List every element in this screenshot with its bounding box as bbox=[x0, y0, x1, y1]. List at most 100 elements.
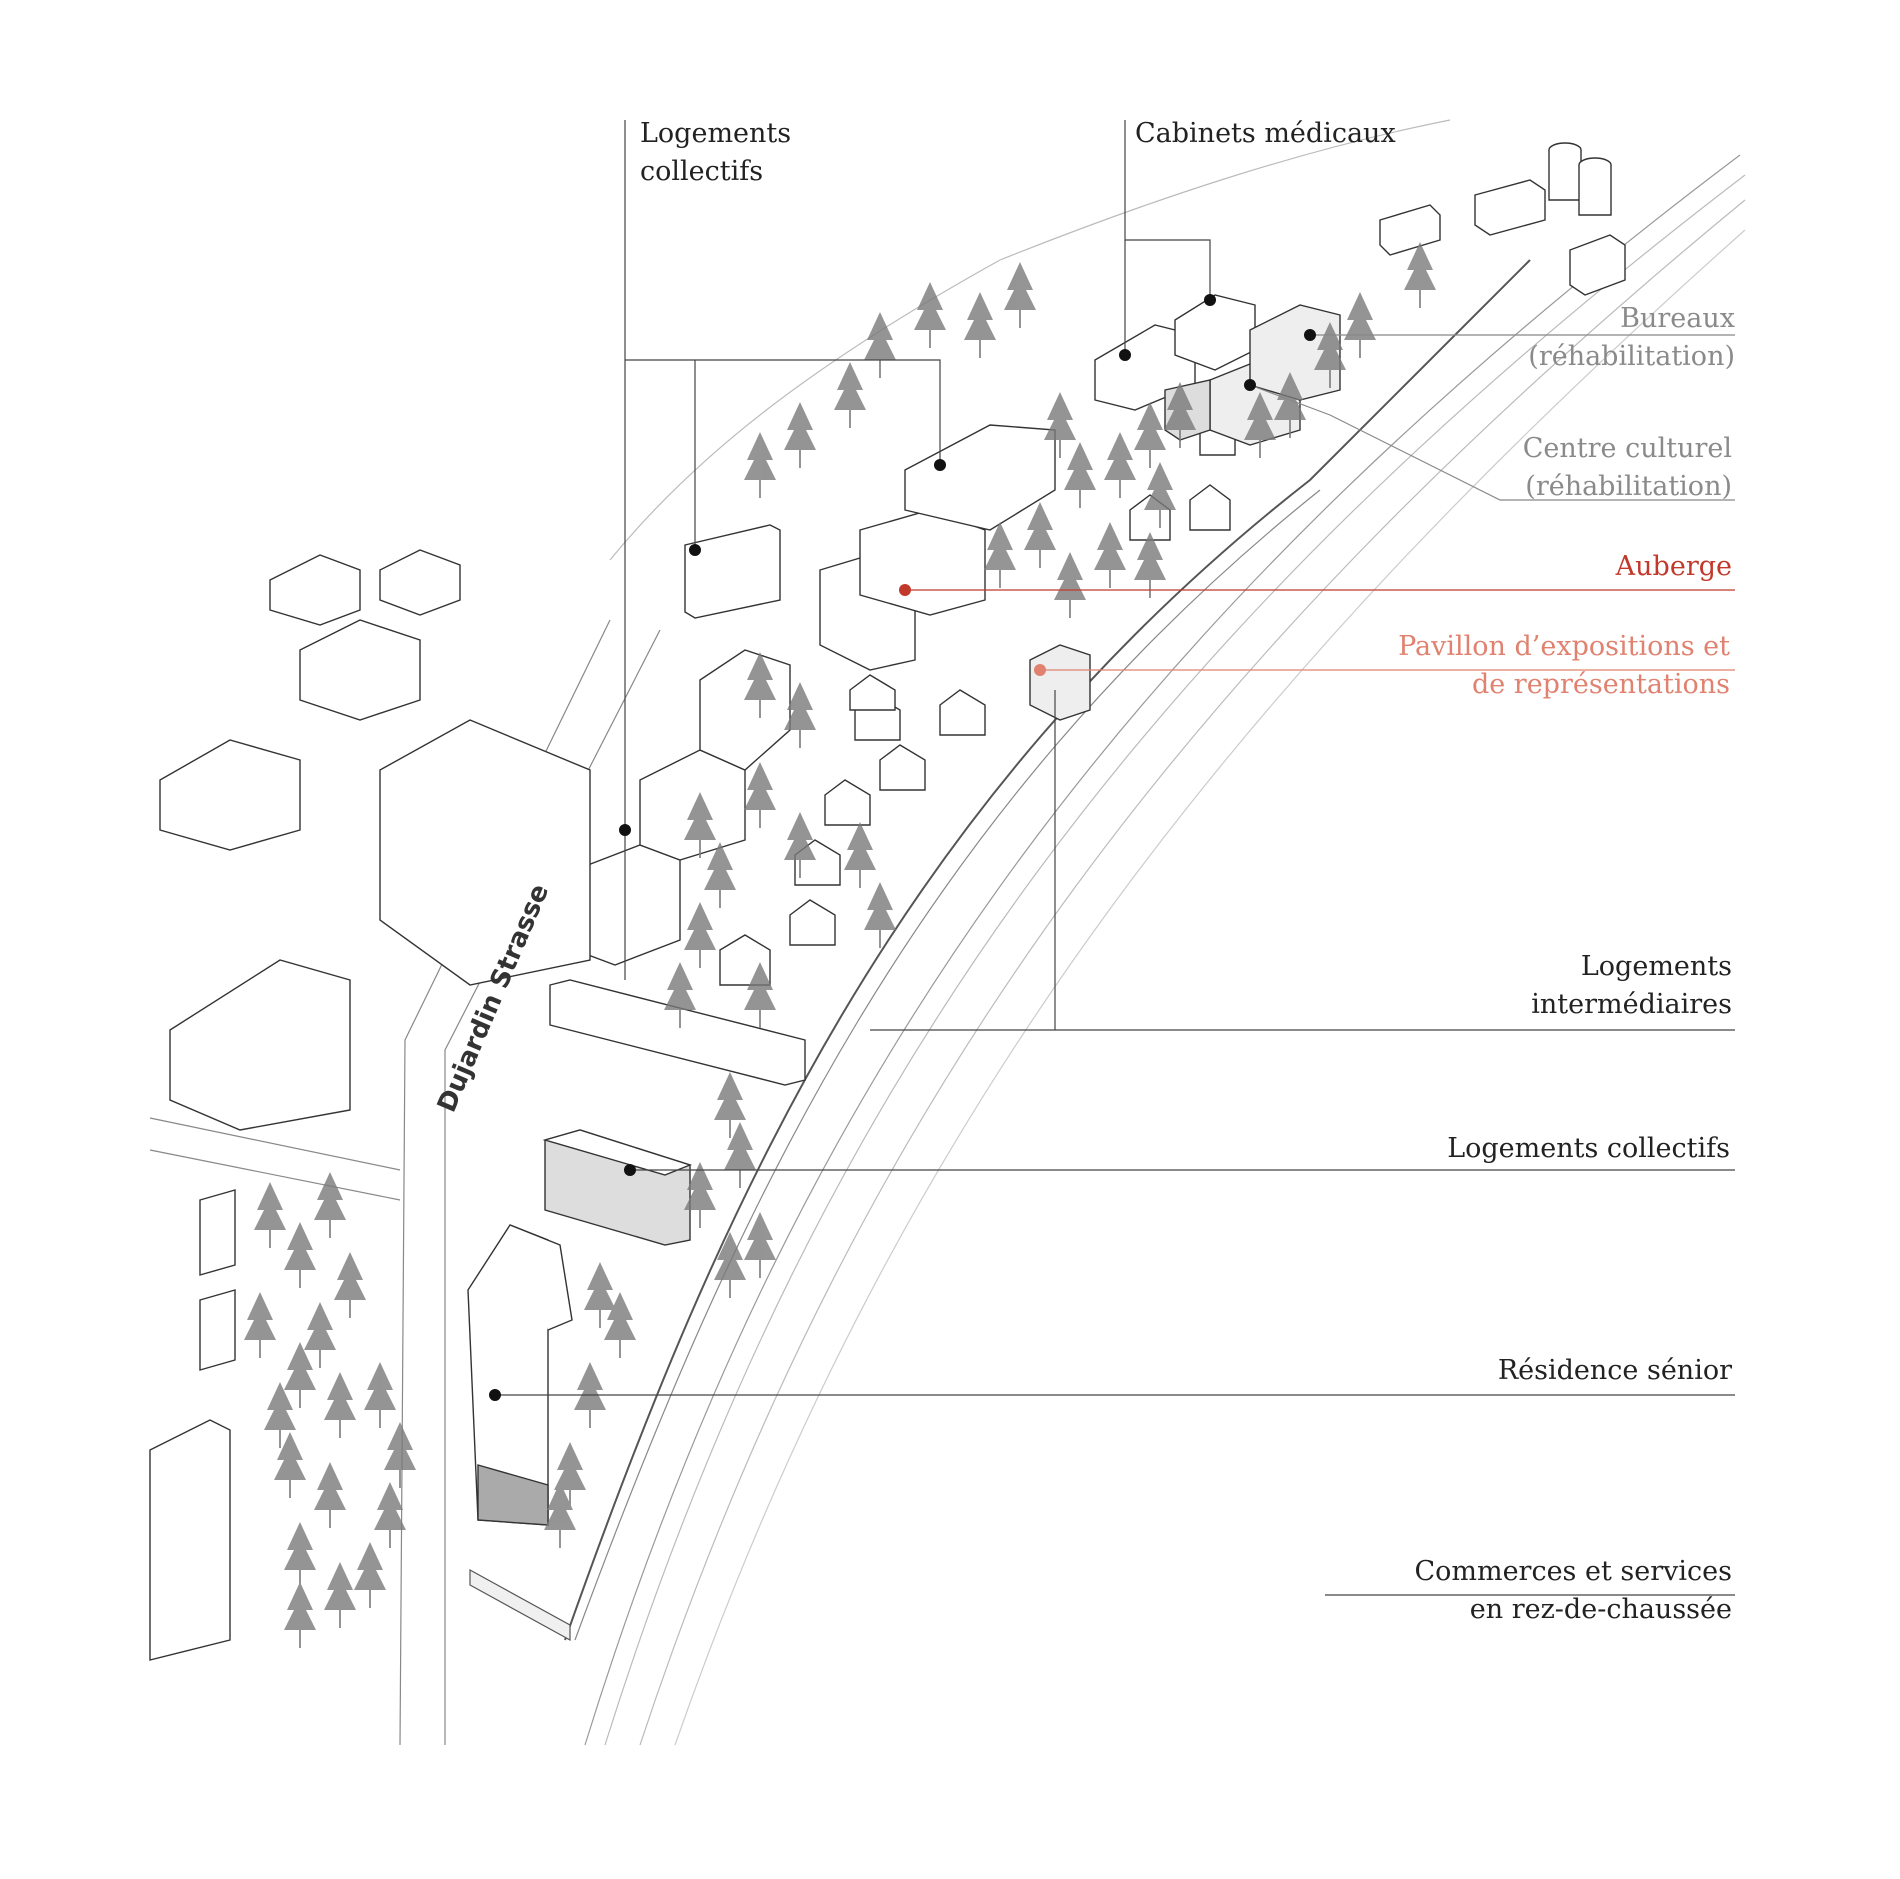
tree bbox=[1004, 262, 1036, 328]
dot-cabinets-2 bbox=[1119, 349, 1131, 361]
tree bbox=[584, 1262, 616, 1328]
tree bbox=[354, 1542, 386, 1608]
buildings bbox=[149, 142, 1626, 1661]
label-line: (réhabilitation) bbox=[1528, 341, 1735, 372]
tree bbox=[714, 1072, 746, 1138]
label-logements-collectifs-top: Logements collectifs bbox=[640, 115, 791, 191]
dot-bureaux bbox=[1304, 329, 1316, 341]
dot-logements-collectifs-2 bbox=[934, 459, 946, 471]
label-line: Logements collectifs bbox=[1447, 1133, 1730, 1164]
label-line: Bureaux bbox=[1620, 303, 1735, 334]
tree bbox=[374, 1482, 406, 1548]
tree bbox=[1094, 522, 1126, 588]
pavillon-building bbox=[1029, 644, 1091, 721]
dot-logements-collectifs bbox=[624, 1164, 636, 1176]
tree bbox=[1104, 432, 1136, 498]
label-line: collectifs bbox=[640, 156, 764, 187]
label-line: Résidence sénior bbox=[1497, 1355, 1732, 1386]
tree bbox=[744, 762, 776, 828]
tree bbox=[314, 1172, 346, 1238]
label-logements-intermediaires: Logements intermédiaires bbox=[1531, 948, 1732, 1024]
tree bbox=[324, 1562, 356, 1628]
label-line: en rez-de-chaussée bbox=[1469, 1594, 1732, 1625]
tree bbox=[544, 1482, 576, 1548]
label-line: Commerces et services bbox=[1414, 1556, 1732, 1587]
tree bbox=[914, 282, 946, 348]
tree bbox=[744, 962, 776, 1028]
tree bbox=[714, 1232, 746, 1298]
label-line: Auberge bbox=[1615, 551, 1732, 582]
tree bbox=[364, 1362, 396, 1428]
label-pavillon: Pavillon d’expositions et de représentat… bbox=[1398, 628, 1730, 704]
tree bbox=[284, 1222, 316, 1288]
tree bbox=[1134, 532, 1166, 598]
tree bbox=[784, 682, 816, 748]
tree bbox=[554, 1442, 586, 1508]
dot-auberge bbox=[899, 584, 911, 596]
label-line: Logements bbox=[1580, 951, 1732, 982]
tree bbox=[264, 1382, 296, 1448]
tree bbox=[334, 1252, 366, 1318]
tree bbox=[1164, 382, 1196, 448]
tree bbox=[254, 1182, 286, 1248]
house bbox=[1189, 484, 1231, 531]
tree bbox=[284, 1582, 316, 1648]
label-commerces: Commerces et services en rez-de-chaussée bbox=[1414, 1553, 1732, 1629]
label-line: Pavillon d’expositions et bbox=[1398, 631, 1730, 662]
tree bbox=[284, 1342, 316, 1408]
dot-logements-collectifs-3 bbox=[689, 544, 701, 556]
tree bbox=[744, 432, 776, 498]
label-logements-collectifs: Logements collectifs bbox=[1447, 1130, 1730, 1168]
dot-centre-culturel bbox=[1244, 379, 1256, 391]
tree bbox=[1244, 392, 1276, 458]
tree bbox=[1314, 322, 1346, 388]
tree bbox=[704, 842, 736, 908]
tree bbox=[834, 362, 866, 428]
tree bbox=[744, 1212, 776, 1278]
tree bbox=[864, 312, 896, 378]
tree bbox=[284, 1522, 316, 1588]
tree bbox=[844, 822, 876, 888]
label-centre-culturel: Centre culturel (réhabilitation) bbox=[1523, 430, 1732, 506]
tree bbox=[684, 902, 716, 968]
tree bbox=[384, 1422, 416, 1488]
tree bbox=[864, 882, 896, 948]
label-dots bbox=[489, 294, 1316, 1401]
tree bbox=[684, 1162, 716, 1228]
dot-cabinets-1 bbox=[1204, 294, 1216, 306]
tree bbox=[274, 1432, 306, 1498]
label-cabinets-medicaux: Cabinets médicaux bbox=[1135, 115, 1396, 153]
tree bbox=[1064, 442, 1096, 508]
dot-pavillon bbox=[1034, 664, 1046, 676]
dot-residence-senior bbox=[489, 1389, 501, 1401]
house bbox=[849, 674, 896, 711]
tree bbox=[314, 1462, 346, 1528]
label-line: Logements bbox=[640, 118, 792, 149]
tree bbox=[1134, 402, 1166, 468]
tree bbox=[1054, 552, 1086, 618]
tree bbox=[1044, 392, 1076, 458]
tree bbox=[1404, 242, 1436, 308]
tree bbox=[244, 1292, 276, 1358]
label-leader-lines bbox=[495, 120, 1735, 1596]
tree bbox=[744, 652, 776, 718]
tree bbox=[784, 402, 816, 468]
label-line: Cabinets médicaux bbox=[1135, 118, 1396, 149]
site-plan bbox=[149, 119, 1746, 1746]
tree bbox=[664, 962, 696, 1028]
tree bbox=[1024, 502, 1056, 568]
house bbox=[939, 689, 986, 736]
label-bureaux: Bureaux (réhabilitation) bbox=[1528, 300, 1735, 376]
tree bbox=[984, 522, 1016, 588]
label-auberge: Auberge bbox=[1616, 548, 1732, 586]
tree bbox=[684, 792, 716, 858]
tree bbox=[1274, 372, 1306, 438]
tree bbox=[784, 812, 816, 878]
house bbox=[824, 779, 871, 826]
label-residence-senior: Résidence sénior bbox=[1498, 1352, 1732, 1390]
tree bbox=[304, 1302, 336, 1368]
house bbox=[879, 744, 926, 791]
tree bbox=[324, 1372, 356, 1438]
